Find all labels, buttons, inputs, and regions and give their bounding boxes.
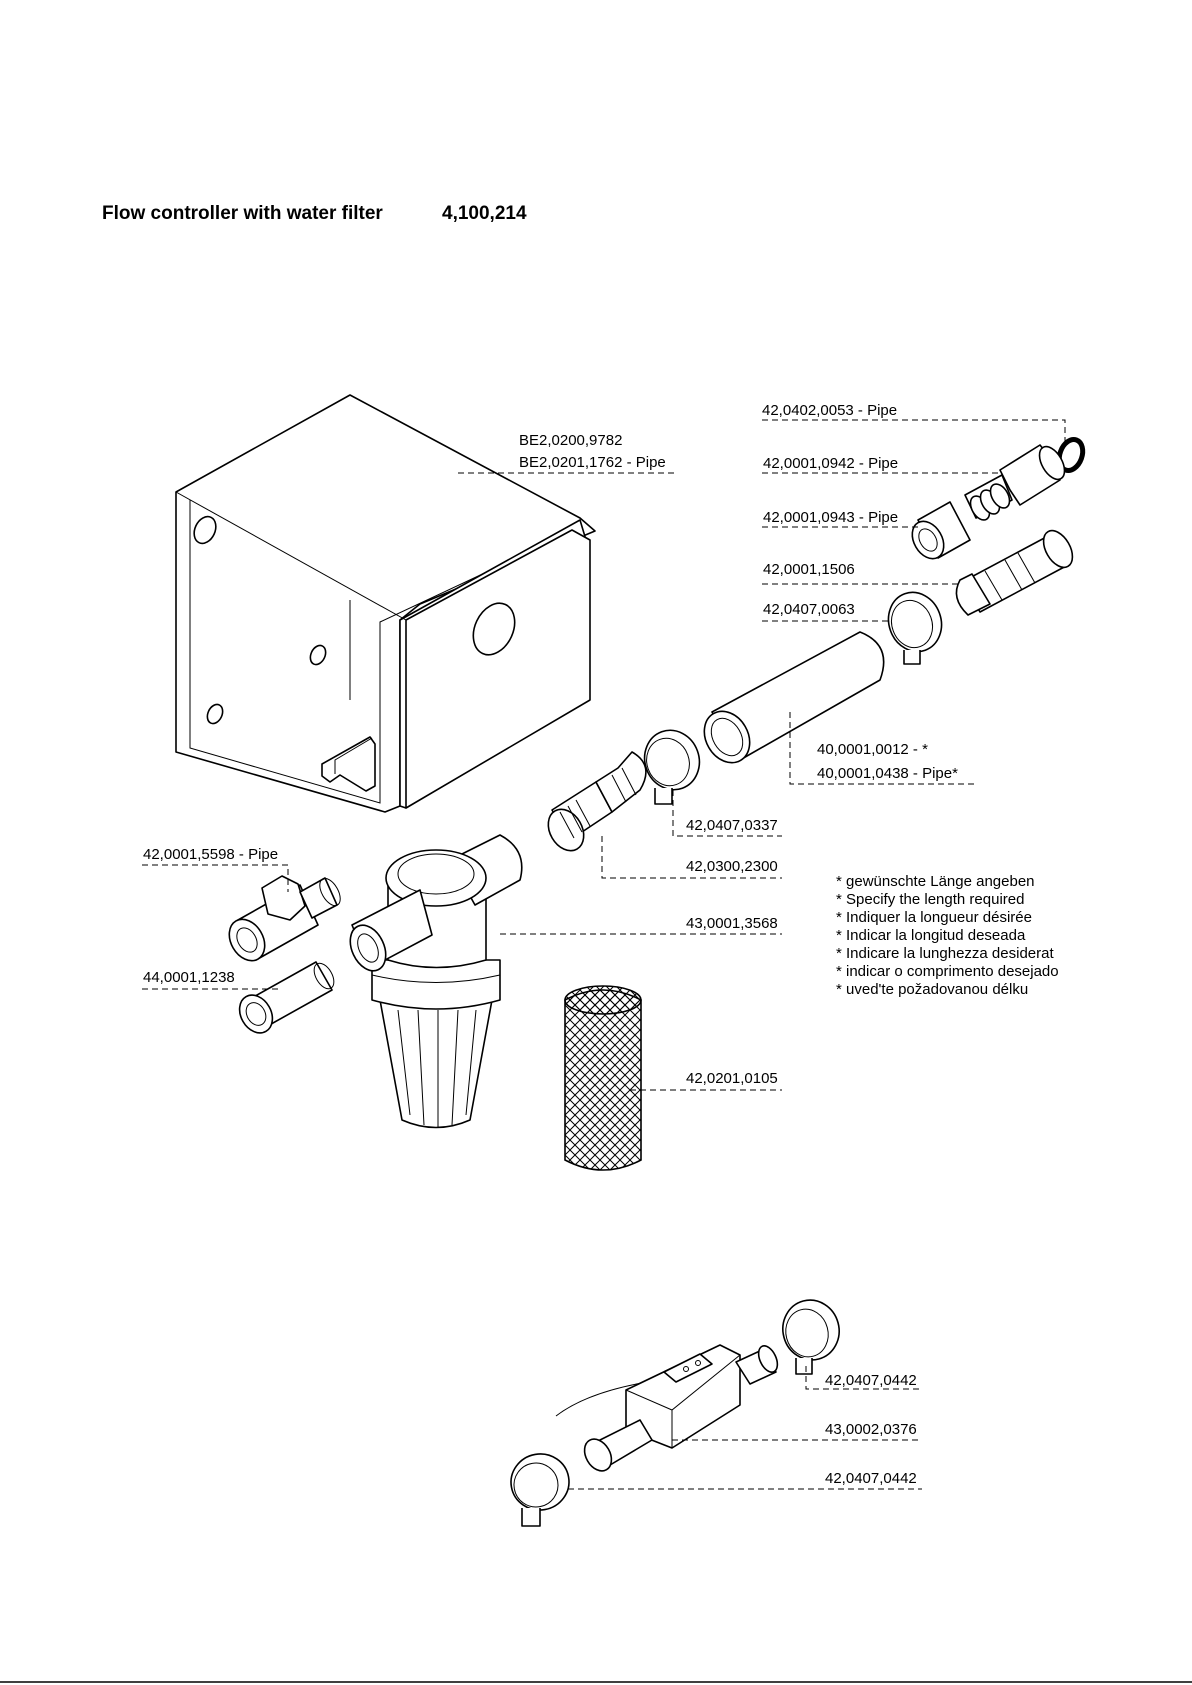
label-filter-screen: 42,0201,0105 xyxy=(686,1070,778,1087)
label-bracket-a: BE2,0200,9782 xyxy=(519,432,622,449)
label-fitting-left: 42,0001,5598 - Pipe xyxy=(143,846,278,863)
label-hose-b: 40,0001,0438 - Pipe* xyxy=(817,765,958,782)
label-bracket-b: BE2,0201,1762 - Pipe xyxy=(519,454,666,471)
hose-nipple xyxy=(964,444,1066,521)
hose-clamp-lower-top xyxy=(782,1299,840,1375)
part-labels: BE2,0200,9782 BE2,0201,1762 - Pipe 42,04… xyxy=(143,402,958,1487)
note-de: * gewünschte Länge angeben xyxy=(836,873,1035,890)
threaded-fitting-mid xyxy=(547,751,647,852)
note-fr: * Indiquer la longueur désirée xyxy=(836,909,1032,926)
label-flow-sensor: 43,0002,0376 xyxy=(825,1421,917,1438)
length-notes: * gewünschte Länge angeben * Specify the… xyxy=(836,873,1059,998)
threaded-fitting-left xyxy=(228,875,341,962)
hose xyxy=(703,631,885,764)
diagram-title: Flow controller with water filter xyxy=(102,203,383,224)
mounting-bracket xyxy=(175,394,596,813)
label-hose-a: 40,0001,0012 - * xyxy=(817,741,928,758)
hose-clamp-upper xyxy=(887,591,943,665)
label-connector: 42,0001,1506 xyxy=(763,561,855,578)
label-clamp-mid: 42,0407,0337 xyxy=(686,817,778,834)
note-pt: * indicar o comprimento desejado xyxy=(836,963,1059,980)
label-clamp-lower-top: 42,0407,0442 xyxy=(825,1372,917,1389)
o-ring xyxy=(1056,437,1086,473)
label-o-ring: 42,0402,0053 - Pipe xyxy=(762,402,897,419)
leader-lines xyxy=(142,419,1066,1490)
label-nut: 42,0001,0943 - Pipe xyxy=(763,509,898,526)
filter-screen xyxy=(564,985,642,1171)
hose-clamp-lower-bottom xyxy=(510,1453,570,1527)
knurled-nut xyxy=(911,501,971,560)
small-fitting xyxy=(238,961,335,1034)
hose-connector xyxy=(955,529,1074,616)
note-es: * Indicar la longitud deseada xyxy=(836,927,1026,944)
label-clamp-lower-bottom: 42,0407,0442 xyxy=(825,1470,917,1487)
filter-housing xyxy=(349,834,523,1129)
label-fitting-mid: 42,0300,2300 xyxy=(686,858,778,875)
label-filter-housing: 43,0001,3568 xyxy=(686,915,778,932)
flow-sensor xyxy=(555,1344,779,1472)
label-nipple: 42,0001,0942 - Pipe xyxy=(763,455,898,472)
part-number-title: 4,100,214 xyxy=(442,203,527,224)
note-cs: * uved'te požadovanou délku xyxy=(836,981,1028,998)
label-clamp-upper: 42,0407,0063 xyxy=(763,601,855,618)
note-it: * Indicare la lunghezza desiderat xyxy=(836,945,1054,962)
label-small-fitting: 44,0001,1238 xyxy=(143,969,235,986)
hose-clamp-mid xyxy=(643,729,701,805)
note-en: * Specify the length required xyxy=(836,891,1024,908)
